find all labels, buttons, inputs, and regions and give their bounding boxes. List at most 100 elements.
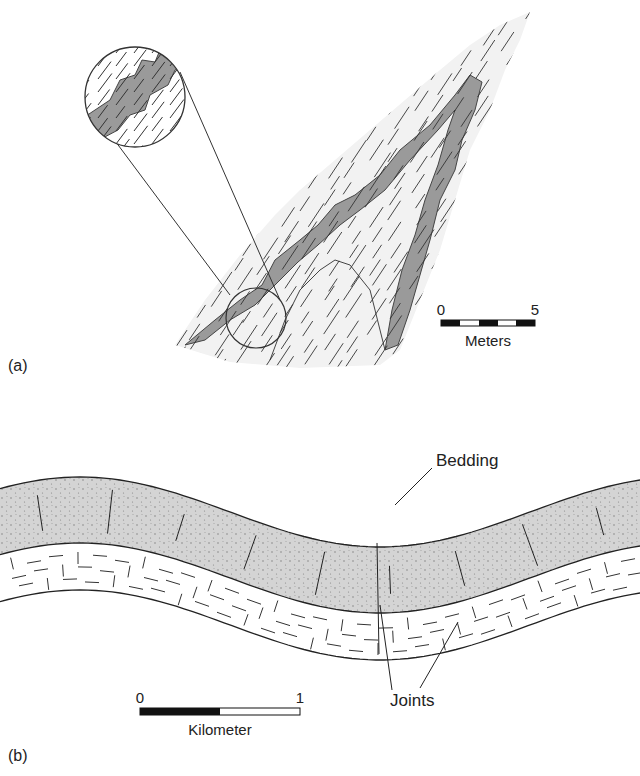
joint bbox=[176, 514, 184, 541]
joint bbox=[37, 495, 42, 531]
cleavage-stroke bbox=[199, 26, 214, 49]
cleavage-stroke bbox=[345, 0, 359, 15]
cleavage-stroke bbox=[239, 173, 251, 191]
cleavage-stroke bbox=[116, 63, 128, 79]
cleavage-stroke bbox=[281, 30, 295, 51]
lamination bbox=[547, 603, 561, 608]
cleavage-stroke bbox=[389, 95, 402, 114]
cleavage-stroke bbox=[368, 59, 380, 78]
cleavage-stroke bbox=[243, 311, 251, 323]
cleavage-stroke bbox=[240, 181, 255, 204]
cleavage-stroke bbox=[433, 48, 446, 68]
cleavage-stroke bbox=[216, 12, 227, 28]
cleavage-stroke bbox=[417, 253, 429, 271]
cleavage-stroke bbox=[80, 52, 90, 66]
cleavage-stroke bbox=[461, 110, 472, 127]
cleavage-stroke bbox=[433, 270, 443, 285]
cleavage-stroke bbox=[301, 128, 310, 142]
cleavage-stroke bbox=[175, 21, 184, 35]
cleavage-stroke bbox=[329, 144, 338, 157]
cleavage-stroke bbox=[98, 118, 108, 131]
cleavage-stroke bbox=[504, 254, 516, 272]
cleavage-stroke bbox=[390, 303, 400, 319]
cleavage-stroke bbox=[391, 243, 401, 258]
lamination bbox=[540, 596, 554, 601]
cleavage-stroke bbox=[453, 68, 462, 81]
cleavage-stroke bbox=[304, 72, 320, 96]
cleavage-stroke bbox=[440, 370, 451, 387]
cleavage-stroke bbox=[388, 222, 400, 241]
cleavage-stroke bbox=[155, 298, 171, 322]
cleavage-stroke bbox=[304, 153, 319, 175]
cleavage-stroke bbox=[282, 207, 295, 226]
cleavage-stroke bbox=[461, 177, 471, 192]
feature-label: Joints bbox=[390, 692, 434, 709]
cleavage-stroke bbox=[520, 214, 535, 237]
cleavage-stroke bbox=[195, 79, 205, 95]
cleavage-stroke bbox=[525, 131, 534, 145]
joint bbox=[472, 607, 476, 618]
cleavage-stroke bbox=[484, 129, 494, 144]
lamination bbox=[181, 573, 195, 578]
cleavage-stroke bbox=[305, 109, 319, 130]
sandstone-bed bbox=[0, 477, 640, 613]
cleavage-stroke bbox=[352, 49, 363, 66]
cleavage-stroke bbox=[542, 308, 550, 320]
cleavage-stroke bbox=[346, 293, 362, 317]
cleavage-stroke bbox=[520, 287, 529, 301]
cleavage-stroke bbox=[330, 51, 341, 68]
lamination bbox=[78, 566, 92, 567]
scale-value: 1 bbox=[296, 690, 304, 705]
cleavage-stroke bbox=[220, 311, 236, 335]
cleavage-stroke bbox=[192, 90, 204, 108]
cleavage-stroke bbox=[522, 179, 531, 193]
cleavage-stroke bbox=[174, 45, 187, 64]
lamination bbox=[93, 555, 107, 556]
cleavage-stroke bbox=[542, 41, 557, 64]
joint bbox=[11, 558, 14, 570]
cleavage-stroke bbox=[300, 196, 310, 211]
cleavage-stroke bbox=[280, 194, 290, 209]
cleavage-stroke bbox=[415, 284, 429, 304]
cleavage-stroke bbox=[218, 133, 226, 145]
cleavage-stroke bbox=[524, 345, 537, 365]
cleavage-stroke bbox=[522, 106, 538, 131]
cleavage-stroke bbox=[282, 246, 298, 270]
cleavage-stroke bbox=[504, 157, 518, 178]
joint bbox=[311, 638, 314, 650]
cleavage-stroke bbox=[352, 90, 367, 113]
cleavage-stroke bbox=[524, 15, 538, 36]
cleavage-stroke bbox=[98, 22, 112, 40]
cleavage-stroke bbox=[324, 310, 340, 334]
cleavage-stroke bbox=[116, 106, 125, 118]
cleavage-stroke bbox=[544, 283, 560, 307]
cleavage-stroke bbox=[147, 259, 157, 274]
cleavage-stroke bbox=[188, 53, 198, 66]
lamination bbox=[525, 614, 539, 619]
cleavage-stroke bbox=[419, 116, 429, 131]
cleavage-stroke bbox=[485, 282, 498, 301]
cleavage-stroke bbox=[282, 174, 296, 195]
panel-letter: (b) bbox=[8, 748, 28, 764]
lamination bbox=[85, 581, 99, 583]
cleavage-stroke bbox=[116, 129, 127, 144]
lamination bbox=[445, 614, 459, 618]
cleavage-stroke bbox=[280, 41, 294, 62]
cleavage-stroke bbox=[169, 266, 185, 290]
cleavage-stroke bbox=[331, 36, 340, 50]
lamination bbox=[247, 599, 261, 604]
cleavage-stroke bbox=[458, 0, 473, 13]
cleavage-stroke bbox=[549, 83, 558, 97]
cleavage-stroke bbox=[502, 86, 511, 99]
cleavage-stroke bbox=[280, 320, 288, 332]
cleavage-stroke bbox=[387, 269, 401, 290]
cleavage-stroke bbox=[199, 183, 215, 208]
cleavage-stroke bbox=[344, 163, 354, 178]
cleavage-stroke bbox=[279, 60, 290, 76]
cleavage-stroke bbox=[170, 88, 182, 105]
lamination bbox=[327, 644, 341, 646]
cleavage-stroke bbox=[234, 162, 243, 175]
cleavage-stroke bbox=[507, 49, 518, 65]
cleavage-stroke bbox=[198, 44, 209, 61]
scale-bar bbox=[140, 708, 300, 715]
